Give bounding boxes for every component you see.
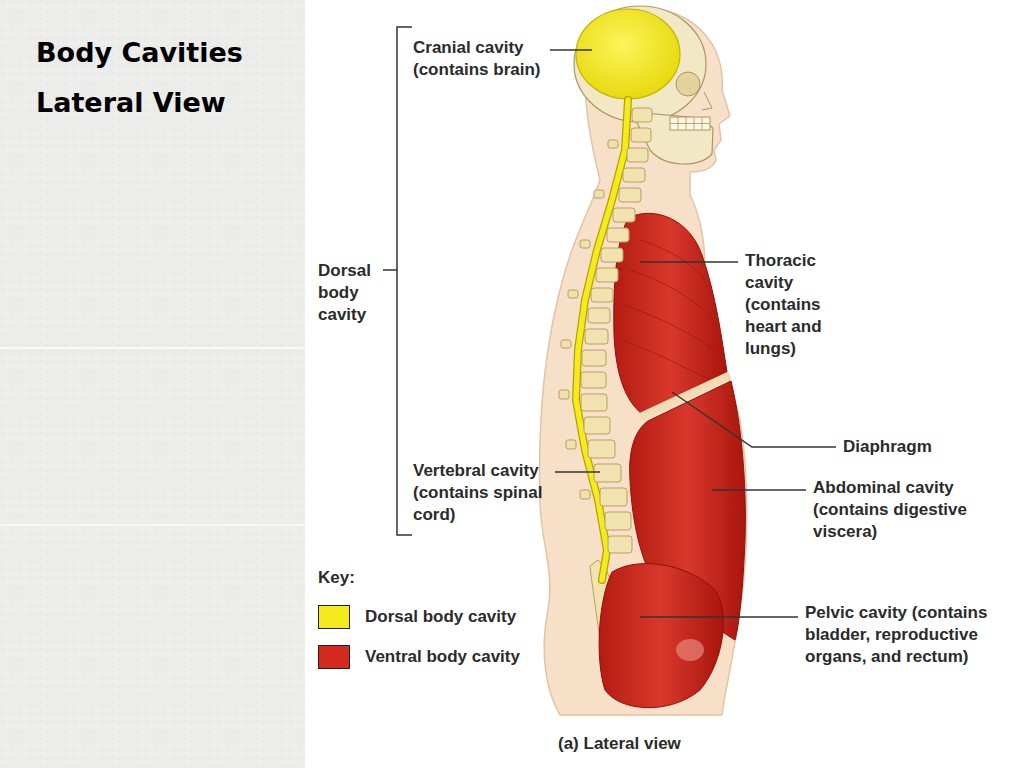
vertebra [588,308,610,323]
spinal-cord [576,100,628,580]
vertebra [581,372,606,388]
teeth [670,117,710,130]
vertebra [627,148,648,162]
vertebra [600,488,627,506]
legend-text: Dorsal body cavity [365,606,585,628]
vertebra [631,128,651,142]
vertebra [619,188,641,202]
callout-label: Thoracic cavity (contains heart and lung… [745,250,845,360]
vertebral-column [581,108,652,553]
side-panel [0,0,305,768]
teeth-lines [670,117,710,130]
skull-outline [574,6,706,122]
slide-title: Body Cavities Lateral View [36,28,281,128]
spinous-process [559,390,569,399]
vertebra [585,329,608,344]
vertebra [605,512,631,530]
vertebra [591,288,613,302]
leader-line [640,261,738,263]
bladder-highlight [676,639,704,661]
nasal-bone [702,92,712,110]
spinous-process [566,440,576,449]
panel-seam [0,347,305,349]
legend-text: Ventral body cavity [365,646,585,668]
rib-shading [622,240,717,380]
vertebra [608,536,632,553]
vertebra [584,417,610,434]
brain [576,9,680,99]
spinous-process [561,340,571,348]
leader-line [640,616,798,618]
spinal-cord [576,100,628,580]
spinous-process [580,490,590,499]
vertebra [594,464,621,482]
leader-line [712,489,806,491]
body-silhouette [540,8,747,715]
legend-swatch [318,605,350,629]
spinous-process [580,240,590,248]
vertebra [601,248,623,262]
spinous-process [594,190,604,198]
vertebra [582,350,606,366]
leader-line [672,392,836,447]
callout-label: Cranial cavity (contains brain) [413,37,553,81]
legend-heading: Key: [318,567,398,589]
spinous-process [568,290,578,298]
callout-label: Pelvic cavity (contains bladder, reprodu… [805,602,1010,668]
bracket-label: Dorsal body cavity [318,260,380,326]
vertebra [596,268,618,282]
bracket [383,27,412,535]
vertebra [623,168,645,182]
vertebra [607,228,629,242]
figure-caption: (a) Lateral view [558,733,758,755]
callout-label: Vertebral cavity (contains spinal cord) [413,460,553,526]
pelvic-cavity [599,564,723,708]
vertebra [613,208,635,222]
leader-line [550,49,592,51]
legend-swatch [318,645,350,669]
diaphragm-band [640,375,730,417]
spinous-process [608,140,618,148]
skull [574,6,713,164]
vertebra [632,108,652,122]
panel-seam [0,524,305,526]
vertebra [588,440,615,458]
spinous-processes [559,140,618,499]
callout-label: Diaphragm [843,436,993,458]
vertebra [581,394,607,411]
eye-socket [676,72,700,96]
callout-label: Abdominal cavity (contains digestive vis… [813,477,1008,543]
leader-line [555,471,600,473]
